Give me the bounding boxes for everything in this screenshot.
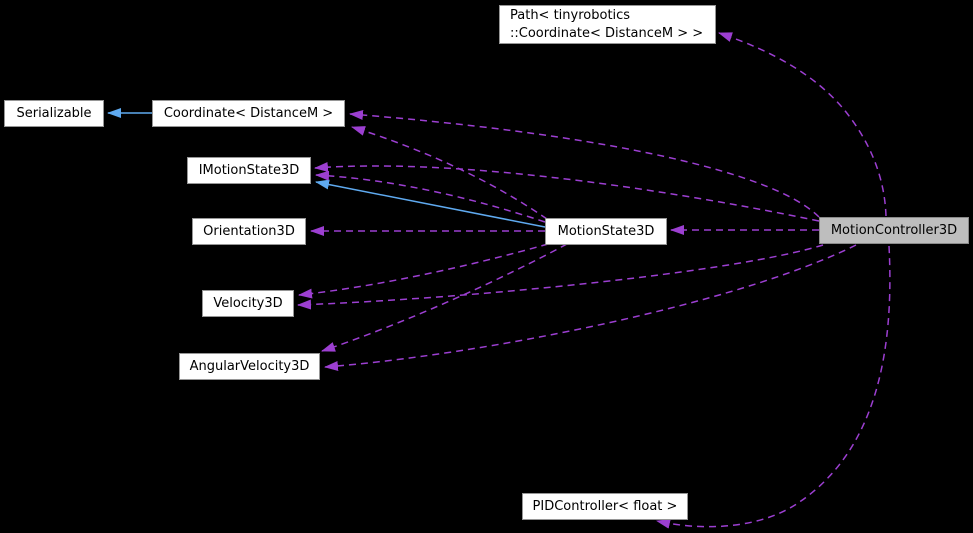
edge-motionstate3d-to-coordinate (351, 126, 548, 220)
node-pidcontroller[interactable]: PIDController< float > (522, 493, 688, 520)
node-orientation3d[interactable]: Orientation3D (192, 218, 306, 245)
edge-motionstate3d-to-imotionstate3d-inherit (315, 179, 546, 228)
edge-motioncontroller3d-to-velocity3d (297, 244, 824, 310)
node-motioncontroller3d: MotionController3D (819, 217, 969, 244)
edge-motionstate3d-to-velocity3d (298, 243, 549, 299)
edge-motionstate3d-to-angularvelocity3d (321, 243, 568, 352)
edge-motioncontroller3d-to-imotionstate3d (314, 162, 820, 222)
edge-motioncontroller3d-to-pidcontroller (656, 245, 891, 529)
edge-motioncontroller3d-to-coordinate (349, 110, 820, 218)
edge-motionstate3d-to-imotionstate3d (315, 170, 546, 223)
node-velocity3d[interactable]: Velocity3D (202, 290, 294, 317)
node-motionstate3d[interactable]: MotionState3D (545, 218, 667, 245)
edge-motioncontroller3d-to-path (718, 32, 887, 217)
node-angularvelocity3d[interactable]: AngularVelocity3D (179, 353, 320, 380)
node-path[interactable]: Path< tinyrobotics ::Coordinate< Distanc… (499, 5, 716, 44)
edge-motioncontroller3d-to-angularvelocity3d (324, 244, 857, 371)
node-serializable[interactable]: Serializable (4, 100, 104, 127)
node-imotionstate3d[interactable]: IMotionState3D (187, 157, 311, 184)
node-coordinate[interactable]: Coordinate< DistanceM > (152, 100, 345, 127)
